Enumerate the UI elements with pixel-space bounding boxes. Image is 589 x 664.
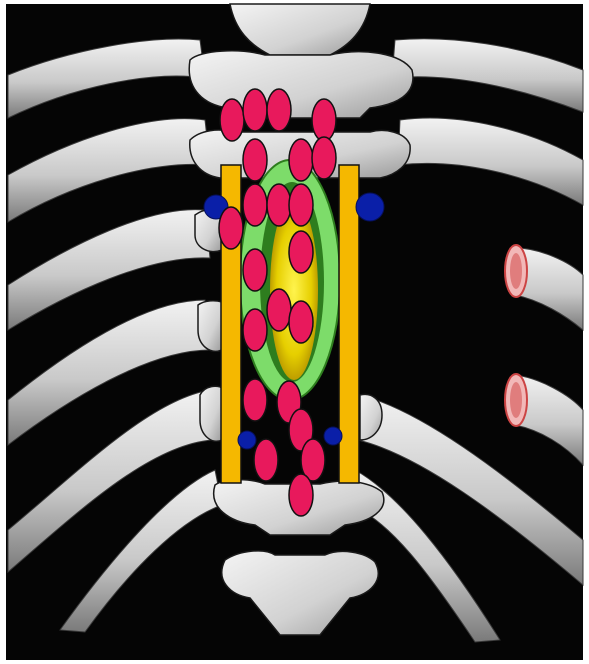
screw-marker (243, 139, 267, 181)
screw-marker (254, 439, 278, 481)
screw-marker (289, 474, 313, 516)
screw-marker (289, 139, 313, 181)
screw-marker (243, 309, 267, 351)
screw-marker (289, 231, 313, 273)
rib-cut-section (510, 382, 522, 418)
vertebra-t5 (200, 386, 222, 441)
screw-marker (289, 184, 313, 226)
screw-marker (243, 184, 267, 226)
screw-marker (267, 289, 291, 331)
blue-marker (238, 431, 256, 449)
blue-marker (324, 427, 342, 445)
vertebra-t4 (198, 301, 222, 352)
screw-marker (243, 379, 267, 421)
screw-marker (219, 207, 243, 249)
blue-marker (356, 193, 384, 221)
screw-marker (243, 249, 267, 291)
screw-marker (267, 89, 291, 131)
rib-cut-section (510, 253, 522, 289)
screw-marker (220, 99, 244, 141)
screw-marker (267, 184, 291, 226)
screw-marker (312, 99, 336, 141)
screw-marker (289, 301, 313, 343)
screw-marker (312, 137, 336, 179)
screw-marker (243, 89, 267, 131)
